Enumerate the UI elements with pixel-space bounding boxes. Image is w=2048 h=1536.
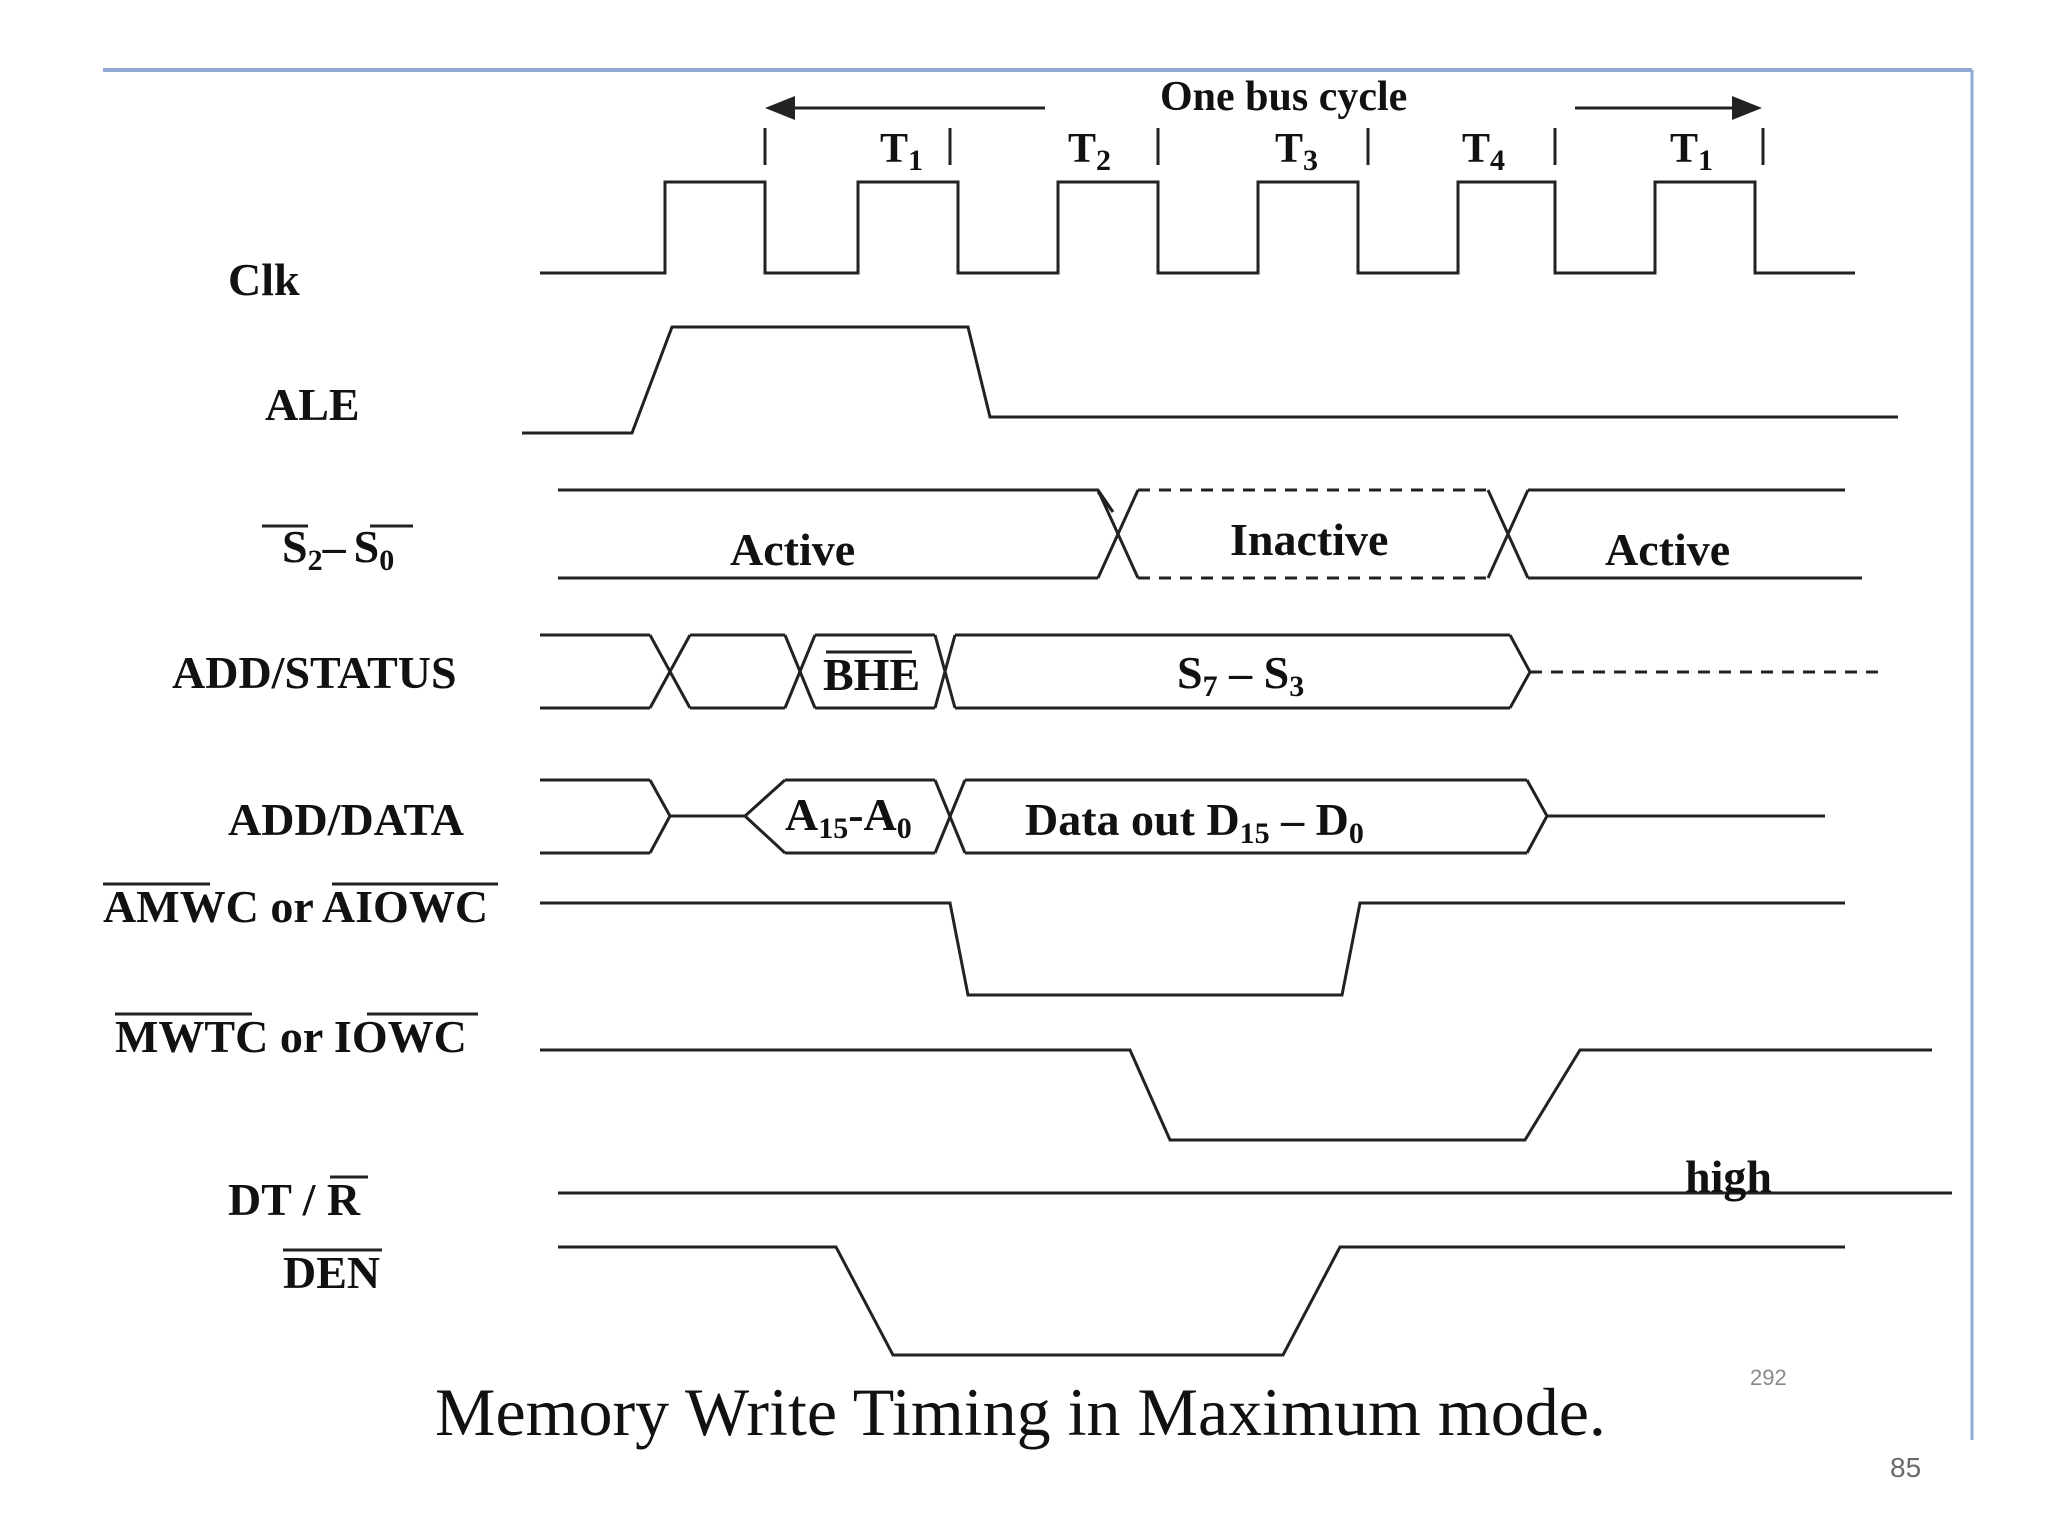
s7-s3-label: S7 – S3 (1177, 647, 1304, 703)
svg-text:S2–S0: S2–S0 (282, 521, 394, 577)
signal-label-status: S2–S0 (262, 521, 413, 577)
dtr-high-label: high (1685, 1151, 1772, 1202)
signal-label-den: DEN (283, 1247, 382, 1298)
amwc-waveform (540, 901, 1845, 997)
state-label: T1 (880, 126, 923, 177)
svg-text:DT / R: DT / R (228, 1174, 361, 1225)
den-waveform (558, 1245, 1845, 1357)
state-label: T1 (1670, 126, 1713, 177)
status-active-label: Active (730, 524, 855, 575)
state-boundaries (763, 128, 1765, 165)
clk-waveform (540, 180, 1855, 275)
a15-a0-label: A15-A0 (785, 789, 912, 845)
status-waveform (558, 488, 1862, 580)
state-label: T3 (1275, 126, 1318, 177)
ale-waveform (522, 325, 1898, 435)
svg-text:MWTC or IOWC: MWTC or IOWC (115, 1011, 467, 1062)
svg-text:BHE: BHE (823, 649, 920, 700)
state-label: T2 (1068, 126, 1111, 177)
add-status-waveform (540, 633, 1882, 710)
add-data-waveform (540, 778, 1825, 855)
bus-cycle-label: One bus cycle (1160, 74, 1407, 120)
mwtc-waveform (540, 1048, 1932, 1142)
diagram-title: Memory Write Timing in Maximum mode. (435, 1374, 1606, 1450)
signal-label-add-data: ADD/DATA (228, 794, 464, 845)
signal-label-ale: ALE (265, 379, 360, 430)
bhe-label: BHE (823, 649, 920, 700)
arrowhead-right (1732, 96, 1762, 120)
signal-label-add-status: ADD/STATUS (172, 647, 457, 698)
svg-text:AMWC or AIOWC: AMWC or AIOWC (103, 881, 488, 932)
arrowhead-left (765, 96, 795, 120)
page-number: 85 (1890, 1452, 1922, 1483)
status-active-label: Active (1605, 524, 1730, 575)
signal-label-amwc: AMWC or AIOWC (103, 881, 498, 932)
signal-label-clk: Clk (228, 254, 300, 305)
signal-label-mwtc: MWTC or IOWC (115, 1011, 478, 1062)
signal-label-dtr: DT / R (228, 1174, 368, 1225)
status-inactive-label: Inactive (1230, 514, 1388, 565)
svg-text:DEN: DEN (283, 1247, 380, 1298)
slide-ref: 292 (1750, 1365, 1787, 1390)
data-out-label: Data out D15 – D0 (1025, 794, 1364, 850)
state-label: T4 (1462, 126, 1505, 177)
